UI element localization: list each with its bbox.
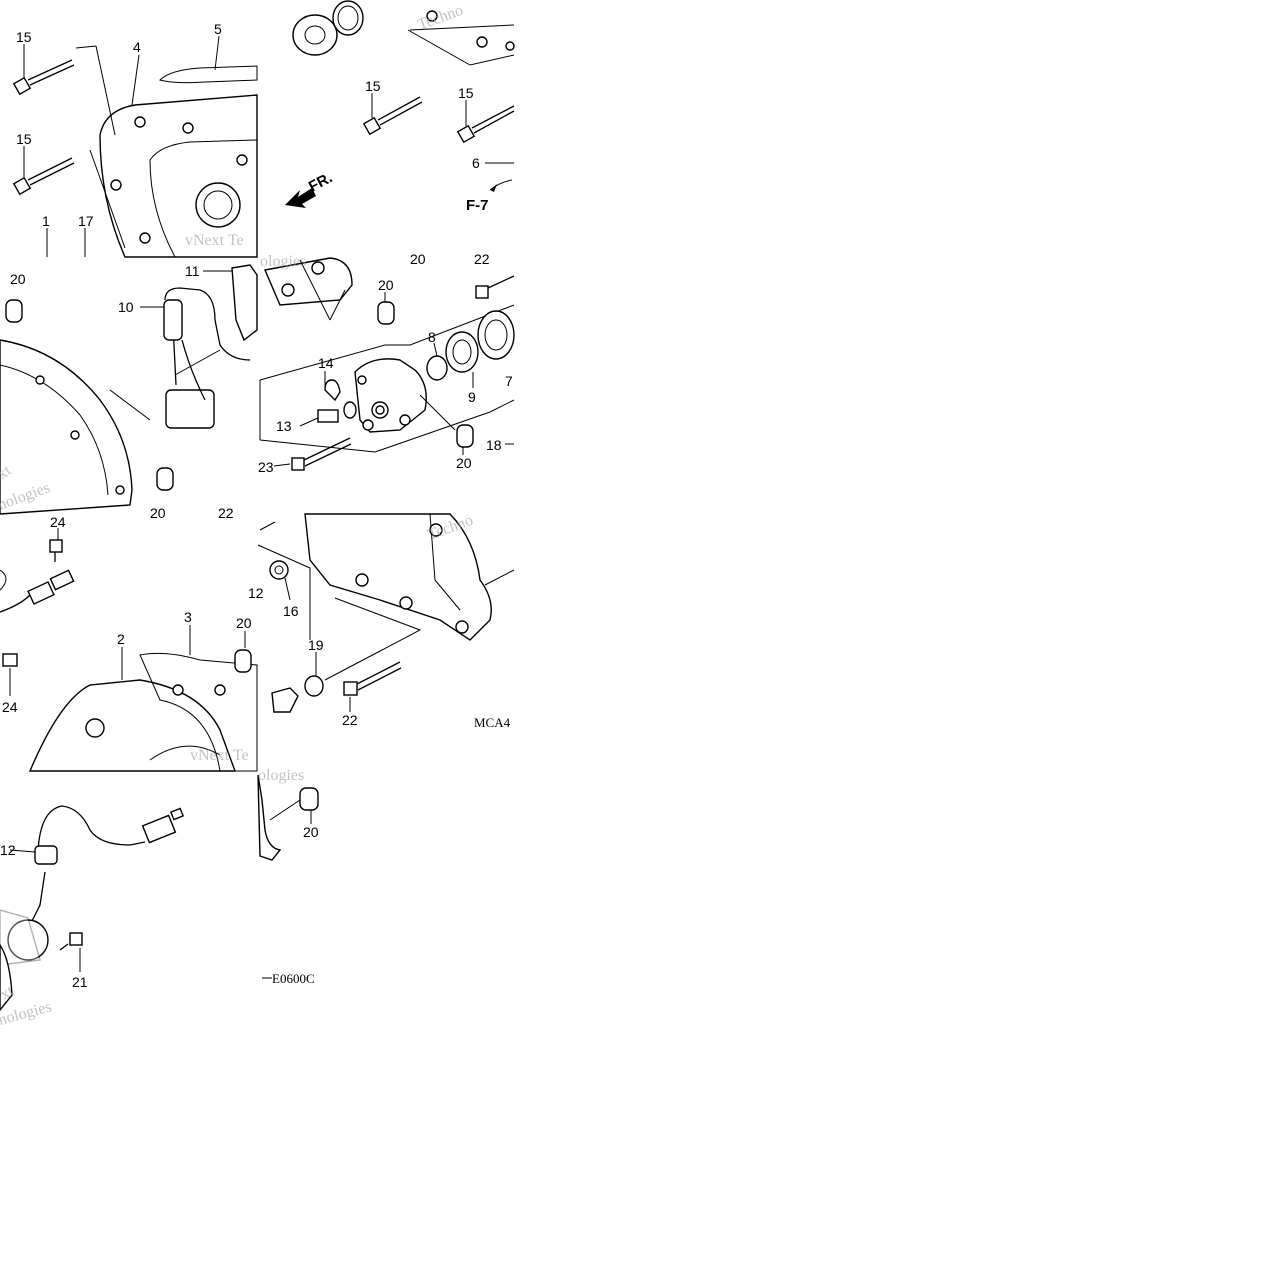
- part-label-18: 18: [486, 437, 502, 453]
- part-label-20: 20: [410, 251, 426, 267]
- part-label-6: 6: [472, 155, 480, 171]
- diagram-code: E0600C: [272, 971, 315, 986]
- part-label-7: 7: [505, 373, 513, 389]
- part-label-12: 12: [248, 585, 264, 601]
- tile-lower-right: 20 E0600C ologies: [257, 767, 319, 986]
- part-label-10: 10: [118, 299, 134, 315]
- part-label-19: 19: [308, 637, 324, 653]
- tile-sensor-lower-left: 12 21 xt nologies: [0, 805, 185, 1029]
- watermark-text: ologies: [260, 253, 306, 270]
- part-label-12: 12: [0, 842, 16, 858]
- part-label-21: 21: [72, 974, 88, 990]
- part-label-20: 20: [456, 455, 472, 471]
- tile-cover-left-top: 15 15 4 5 1 17 vNext Te: [12, 21, 258, 258]
- part-label-2: 2: [117, 631, 125, 647]
- part-label-20: 20: [378, 277, 394, 293]
- watermark-text: ologies: [258, 767, 304, 784]
- part-label-4: 4: [133, 39, 141, 55]
- watermark-text: nologies: [0, 998, 53, 1028]
- part-label-15: 15: [365, 78, 381, 94]
- tile-cover-left-bottom: 24 24 2 3 20 vNext Te: [0, 514, 258, 772]
- part-label-14: 14: [318, 355, 334, 371]
- part-label-15: 15: [16, 29, 32, 45]
- part-label-20: 20: [10, 271, 26, 287]
- part-label-13: 13: [276, 418, 292, 434]
- diagram-code: MCA4: [474, 715, 511, 730]
- tile-sensor-left: 20 10 11 20 22 nologies xt: [0, 263, 258, 521]
- part-label-5: 5: [214, 21, 222, 37]
- part-label-22: 22: [218, 505, 234, 521]
- part-label-20: 20: [303, 824, 319, 840]
- part-label-15: 15: [16, 131, 32, 147]
- bolt-icon: [362, 96, 423, 136]
- part-label-24: 24: [50, 514, 66, 530]
- part-label-15: 15: [458, 85, 474, 101]
- part-label-23: 23: [258, 459, 274, 475]
- bolt-icon: [12, 157, 75, 196]
- tile-pump-right: 20 22 20 8 14 9 7 13 18 23 20 ologies: [258, 251, 515, 475]
- watermark-text: vNext Te: [190, 747, 249, 764]
- part-label-8: 8: [428, 329, 436, 345]
- tile-cover-right-bottom: 16 12 19 22 MCA4 Techno: [248, 512, 515, 730]
- part-label-24: 24: [2, 699, 18, 715]
- reference-f7: F-7: [466, 197, 489, 214]
- part-label-9: 9: [468, 389, 476, 405]
- part-label-20: 20: [236, 615, 252, 631]
- part-label-17: 17: [78, 213, 94, 229]
- bolt-icon: [456, 105, 515, 144]
- front-direction-arrow-icon: [285, 188, 316, 208]
- part-label-22: 22: [474, 251, 490, 267]
- part-label-16: 16: [283, 603, 299, 619]
- tile-cover-right-top: FR. F-7 15 15 6 Techno: [285, 0, 515, 214]
- part-label-22: 22: [342, 712, 358, 728]
- watermark-text: vNext Te: [185, 232, 244, 249]
- part-label-20: 20: [150, 505, 166, 521]
- part-label-11: 11: [185, 263, 200, 279]
- part-label-3: 3: [184, 609, 192, 625]
- bolt-icon: [12, 59, 75, 96]
- part-label-1: 1: [42, 213, 50, 229]
